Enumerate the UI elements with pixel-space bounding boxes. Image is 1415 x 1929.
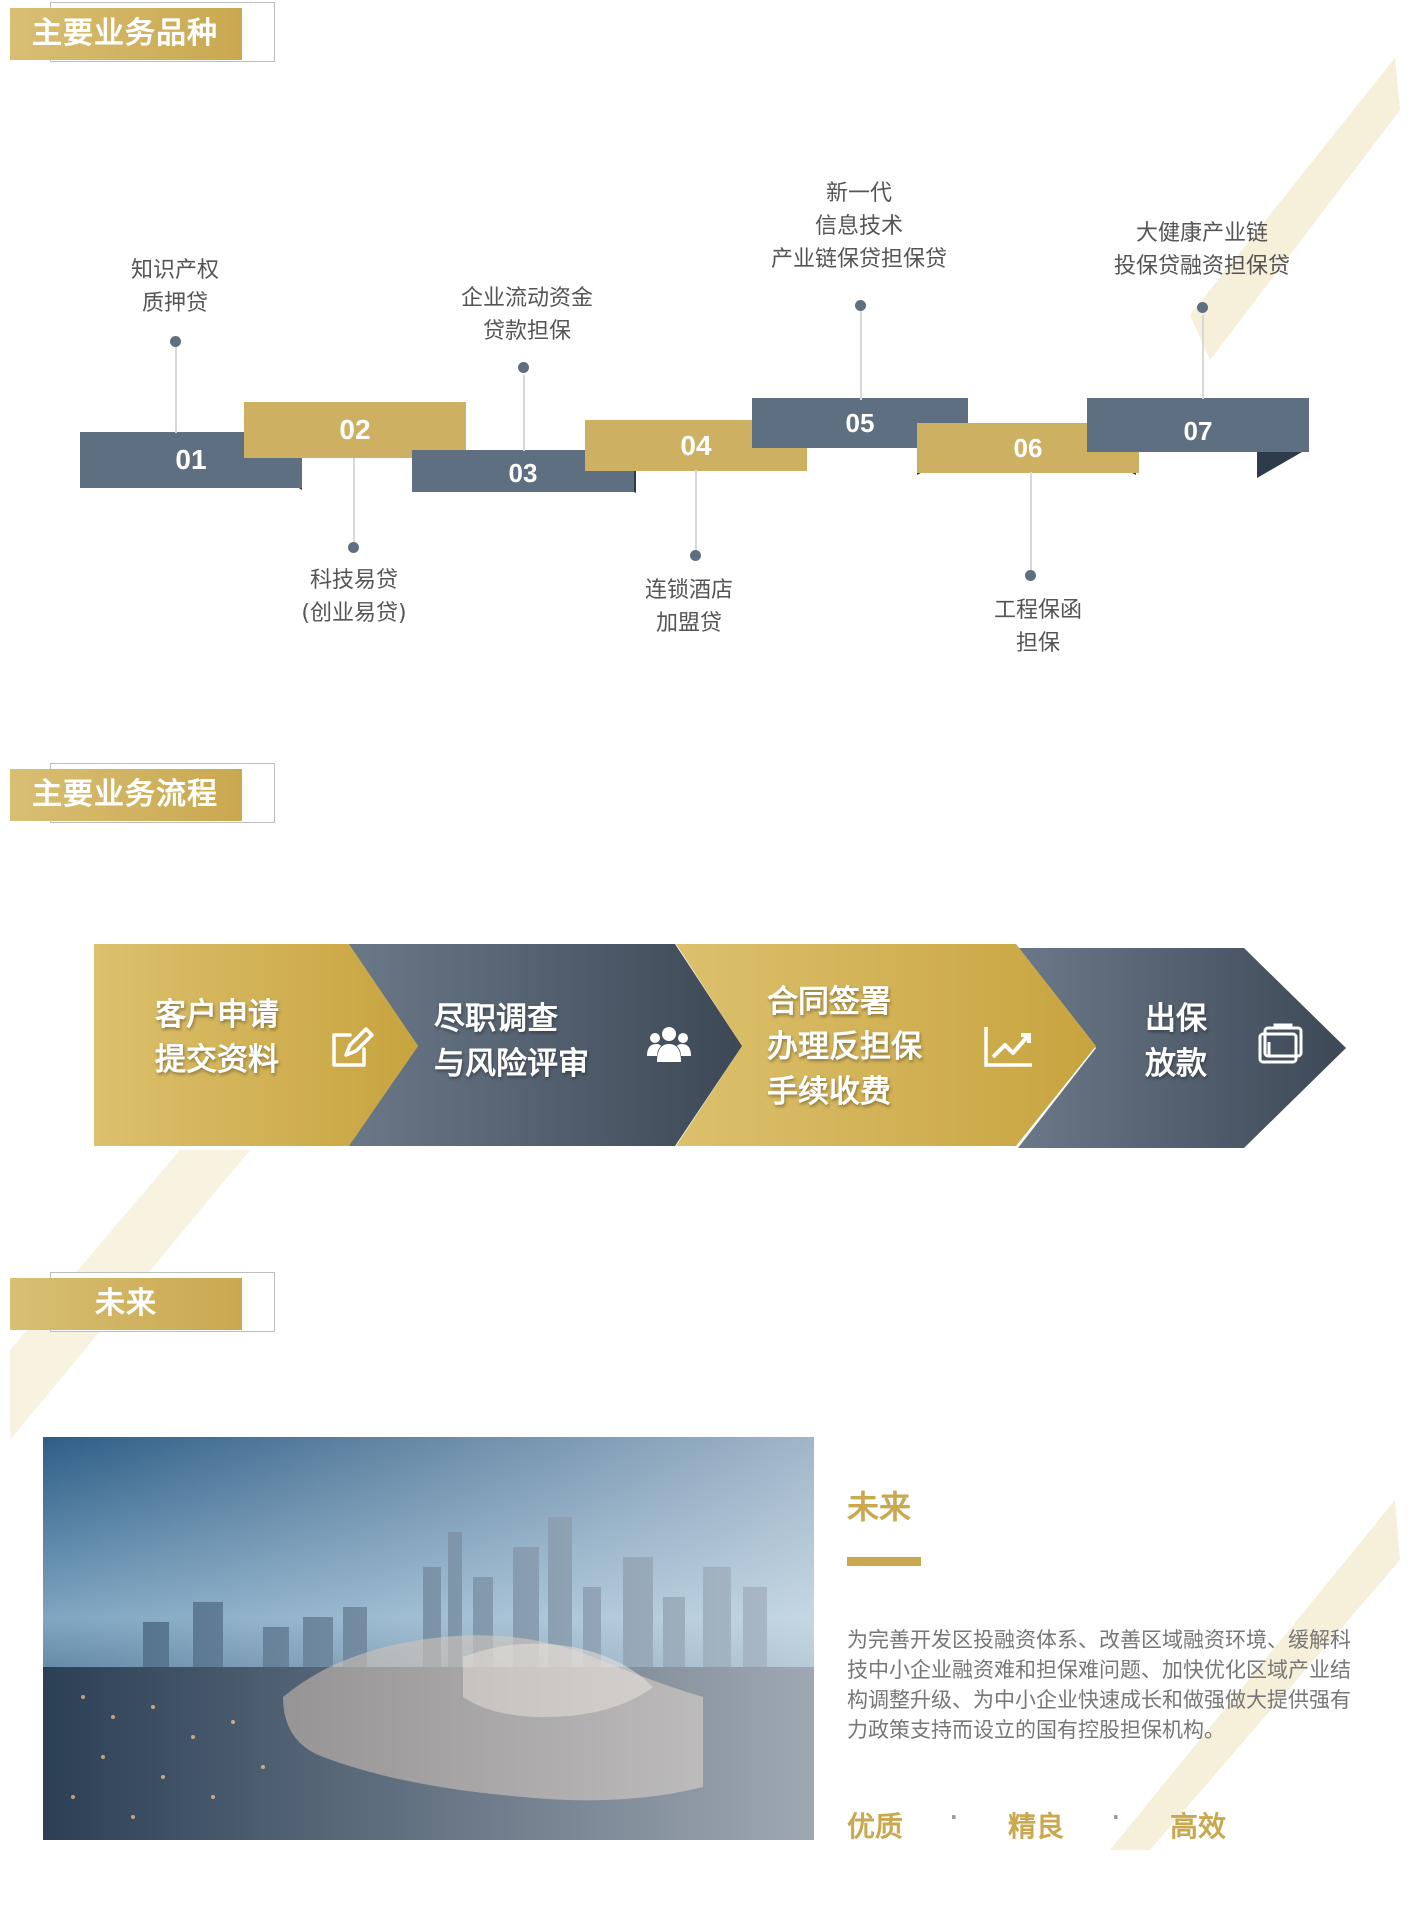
process-step-label: 合同签署 办理反担保 手续收费 (767, 984, 922, 1110)
trend-up-icon (984, 1027, 1032, 1067)
edit-icon (332, 1027, 374, 1067)
tag-quality: 优质 (847, 1810, 904, 1843)
tag-separator: · (950, 1805, 958, 1829)
connector-line (1202, 315, 1204, 399)
connector-line (175, 345, 177, 433)
future-title: 未来 (847, 1488, 912, 1526)
ribbon-fold (1257, 448, 1309, 478)
section-header-process: 主要业务流程 (10, 763, 275, 823)
product-label: 大健康产业链 投保贷融资担保贷 (1113, 221, 1290, 279)
connector-line (1030, 472, 1032, 577)
tag-separator: · (1112, 1805, 1120, 1829)
briefcase-icon (1258, 1023, 1303, 1064)
connector-line (860, 310, 862, 400)
connector-line (353, 458, 355, 546)
connector-dot (855, 300, 866, 311)
users-icon (647, 1027, 691, 1062)
process-step-label: 出保 放款 (1145, 1001, 1207, 1082)
section-header-future: 未来 (10, 1272, 275, 1332)
process-step-label: 客户申请 提交资料 (155, 997, 279, 1078)
product-label: 工程保函 担保 (993, 598, 1082, 656)
title-underline (847, 1557, 921, 1566)
handshake-city-image (43, 1437, 814, 1840)
section-title: 主要业务品种 (10, 8, 242, 60)
connector-line (523, 375, 525, 451)
product-label: 连锁酒店 加盟贷 (644, 578, 733, 636)
tag-refined: 精良 (1008, 1810, 1065, 1843)
connector-dot (348, 542, 359, 553)
product-label: 企业流动资金 贷款担保 (460, 286, 593, 344)
connector-dot (1197, 302, 1208, 313)
tag-efficient: 高效 (1170, 1810, 1227, 1843)
product-ribbon-07: 07 (1087, 398, 1309, 452)
connector-line (695, 470, 697, 554)
product-label: 知识产权 质押贷 (130, 258, 219, 316)
product-ribbon-02: 02 (244, 402, 466, 458)
section-title: 主要业务流程 (10, 769, 242, 821)
process-step-label: 尽职调查 与风险评审 (434, 1001, 589, 1082)
product-label: 新一代 信息技术 产业链保贷担保贷 (770, 181, 947, 272)
section-title: 未来 (10, 1278, 242, 1330)
connector-dot (1025, 570, 1036, 581)
connector-dot (518, 362, 529, 373)
connector-dot (690, 550, 701, 561)
connector-dot (170, 336, 181, 347)
section-header-products: 主要业务品种 (10, 2, 275, 62)
future-description: 为完善开发区投融资体系、改善区域融资环境、缓解科技中小企业融资难和担保难问题、加… (847, 1628, 1351, 1742)
product-label: 科技易贷 (创业易贷) (301, 568, 407, 626)
